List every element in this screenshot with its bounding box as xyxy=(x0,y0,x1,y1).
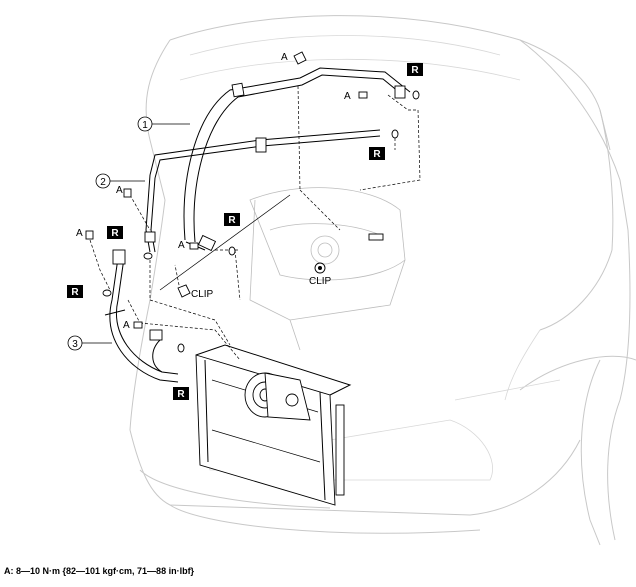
callout-2: 2 xyxy=(95,173,111,189)
replace-marker: R xyxy=(407,63,423,76)
clip-1: CLIP xyxy=(177,284,214,300)
svg-text:R: R xyxy=(71,287,79,298)
bolts xyxy=(85,51,368,329)
callout-3: 3 xyxy=(67,335,83,351)
torque-label: A xyxy=(76,228,83,239)
svg-text:R: R xyxy=(228,215,236,226)
replace-marker: R xyxy=(173,387,189,400)
o-rings xyxy=(102,90,420,353)
suction-hose-1 xyxy=(183,67,411,252)
condenser xyxy=(195,344,352,506)
torque-label: A xyxy=(116,185,123,196)
clip-label: CLIP xyxy=(191,289,214,300)
replace-marker: R xyxy=(107,226,123,239)
clip-label: CLIP xyxy=(309,276,332,287)
callout-1: 1 xyxy=(137,116,153,132)
ac-compressor xyxy=(244,372,311,421)
svg-text:R: R xyxy=(177,389,185,400)
torque-label: A xyxy=(281,52,288,63)
svg-text:R: R xyxy=(373,149,381,160)
discharge-hose-3 xyxy=(104,249,179,383)
torque-label: A xyxy=(344,91,351,102)
torque-footnote: A: 8—10 N·m {82—101 kgf·cm, 71—88 in·lbf… xyxy=(4,566,195,576)
torque-label: A xyxy=(178,240,185,251)
replace-marker: R xyxy=(224,213,240,226)
clip-2: CLIP xyxy=(309,262,332,287)
torque-labels: A A A A A A xyxy=(76,52,351,331)
callout-1-number: 1 xyxy=(142,120,148,131)
replace-marker: R xyxy=(369,147,385,160)
engine-outline xyxy=(249,187,406,351)
leader-lines xyxy=(82,123,291,344)
svg-text:R: R xyxy=(111,228,119,239)
replace-marker: R xyxy=(67,285,83,298)
vehicle-body-outline xyxy=(129,15,636,546)
callout-2-number: 2 xyxy=(100,177,106,188)
replace-markers: R R R R R R xyxy=(67,63,423,400)
liquid-pipe-2 xyxy=(144,129,381,253)
torque-label: A xyxy=(123,320,130,331)
callout-3-number: 3 xyxy=(72,339,78,350)
svg-text:R: R xyxy=(411,65,419,76)
bracket-clip xyxy=(368,233,384,241)
